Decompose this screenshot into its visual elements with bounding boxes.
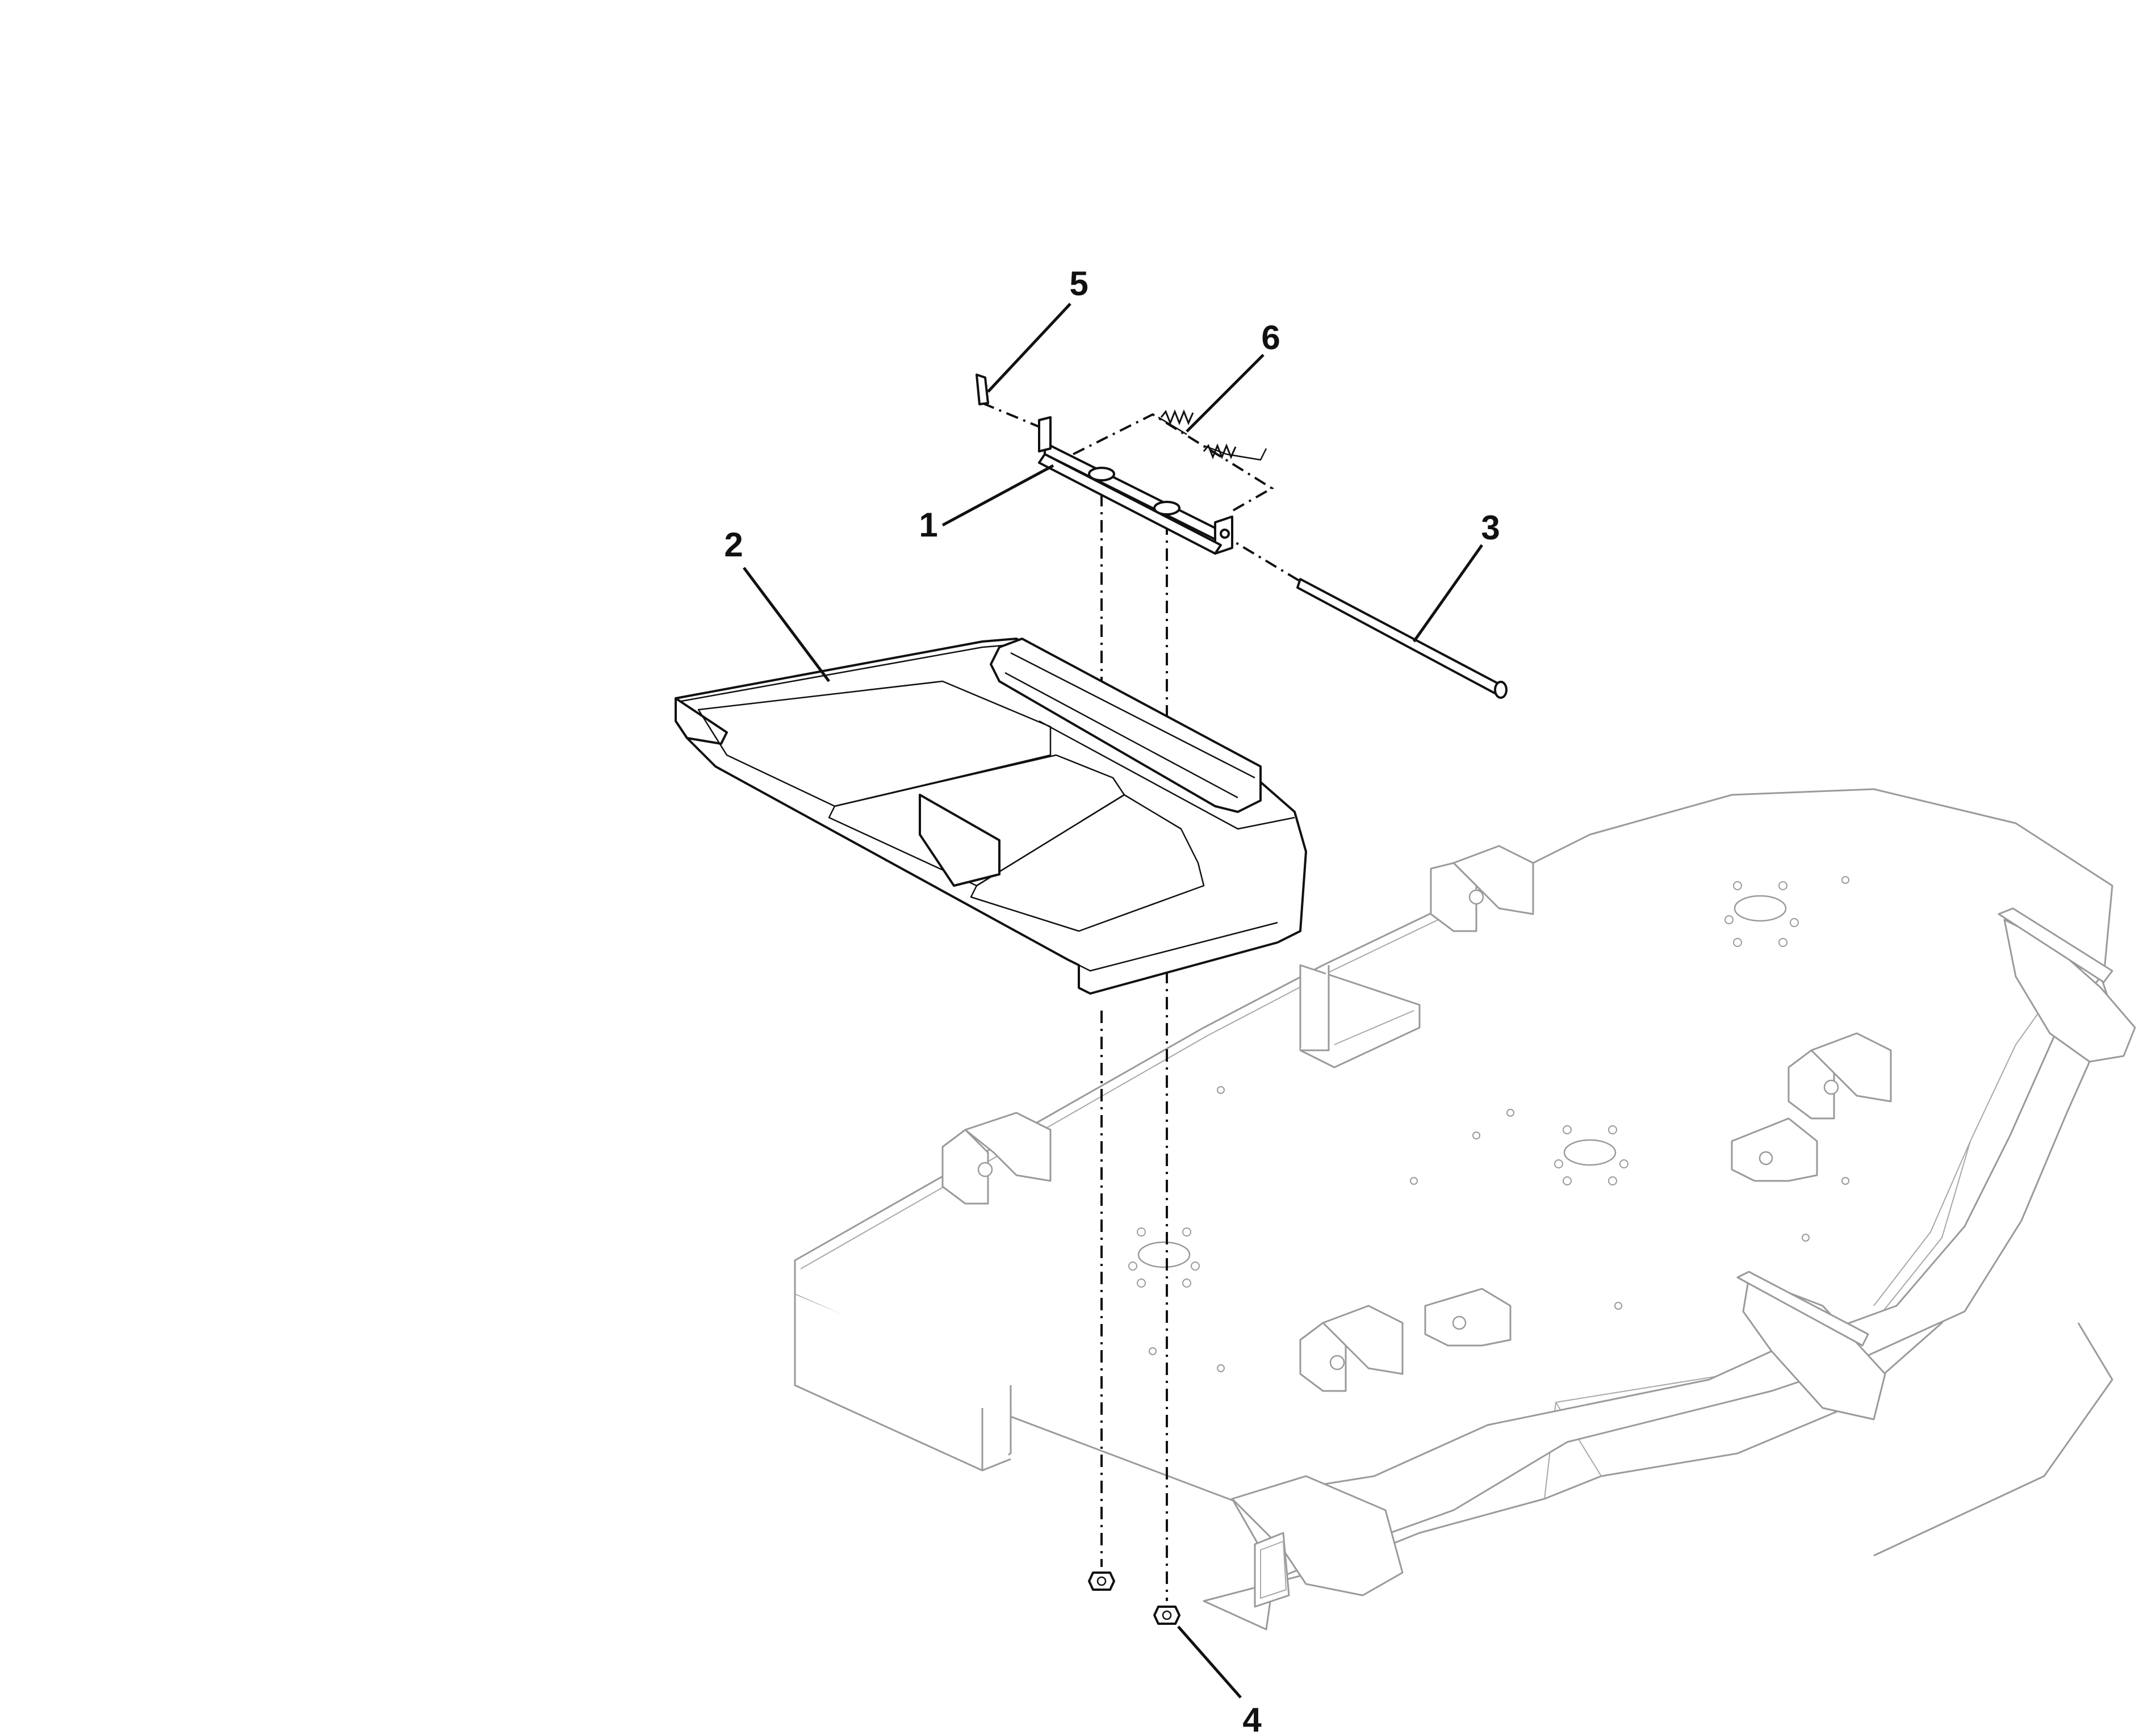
callout-1: 1 <box>919 506 937 544</box>
callout-3: 3 <box>1481 509 1500 547</box>
assembly-lines <box>982 402 1307 1601</box>
callout-6: 6 <box>1261 318 1280 357</box>
part-rod <box>1296 578 1508 699</box>
callouts: 5 6 1 2 3 4 <box>724 265 1500 1735</box>
leader-lines <box>743 303 1484 1699</box>
part-deflector <box>675 638 1307 995</box>
part-spring <box>1158 409 1267 461</box>
part-nut <box>1088 1571 1180 1625</box>
callout-4: 4 <box>1242 1701 1262 1735</box>
callout-5: 5 <box>1069 265 1088 303</box>
mount-bracket-front-left <box>1299 1288 1512 1392</box>
part-bracket <box>1038 416 1233 555</box>
mount-bracket-mid-right <box>1731 1032 1892 1182</box>
callout-2: 2 <box>724 526 743 564</box>
mower-deck <box>794 788 2136 1631</box>
part-clip <box>976 374 989 405</box>
mount-bracket-rear-left <box>941 1112 1052 1205</box>
mount-bracket-rear-center <box>1430 845 1534 932</box>
